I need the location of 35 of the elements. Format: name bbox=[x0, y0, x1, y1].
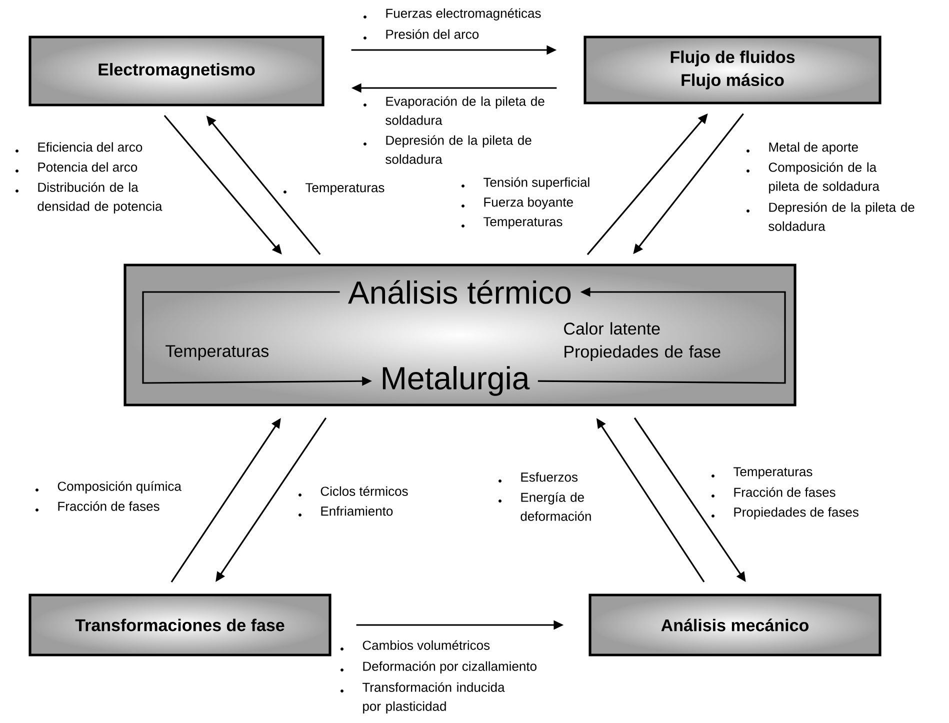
list-item: Temperaturas bbox=[284, 183, 384, 195]
process-box: Flujo de fluidos Flujo másico bbox=[584, 36, 882, 104]
list-item: Fuerzas electromagnéticas bbox=[364, 8, 541, 20]
list-item: Tensión superficial bbox=[462, 177, 590, 190]
list-item: Distribución de la densidad de potencia bbox=[16, 182, 162, 214]
list-item: Propiedades de fases bbox=[712, 507, 858, 520]
heading-text: Análisis térmico bbox=[348, 280, 571, 304]
list-item: Depresión de la pileta de soldadura bbox=[746, 202, 914, 231]
process-box: Análisis mecánico bbox=[588, 594, 882, 656]
list-item: Potencia del arco bbox=[16, 162, 138, 172]
list-item: Fracción de fases bbox=[36, 501, 160, 512]
list-item: Enfriamiento bbox=[298, 506, 393, 516]
process-box: Transformaciones de fase bbox=[28, 594, 332, 656]
list-item: Presión del arco bbox=[364, 29, 479, 40]
list-item: Deformación por cizallamiento bbox=[340, 661, 536, 674]
list-item: Transformación inducida por plasticidad bbox=[340, 682, 505, 714]
list-item: Depresión de la pileta de soldadura bbox=[364, 135, 532, 164]
process-box: Electromagnetismo bbox=[28, 36, 324, 106]
list-item: Composición química bbox=[36, 481, 182, 494]
edge-label: Temperaturas bbox=[166, 345, 269, 360]
list-item: Cambios volumétricos bbox=[340, 640, 490, 650]
list-item: Esfuerzos bbox=[498, 472, 578, 482]
list-item: Ciclos térmicos bbox=[298, 486, 408, 496]
list-item: Eficiencia del arco bbox=[16, 142, 142, 152]
list-item: Metal de aporte bbox=[746, 142, 858, 154]
list-item: Evaporación de la pileta de soldadura bbox=[364, 96, 544, 125]
list-item: Fuerza boyante bbox=[462, 197, 573, 210]
list-item: Composición de la pileta de soldadura bbox=[746, 162, 880, 194]
heading-text: Metalurgia bbox=[382, 366, 530, 396]
edge-label: Calor latente Propiedades de fase bbox=[564, 322, 720, 362]
list-item: Temperaturas bbox=[462, 217, 562, 229]
container-box bbox=[124, 264, 796, 406]
list-item: Temperaturas bbox=[712, 467, 812, 479]
list-item: Fracción de fases bbox=[712, 487, 836, 498]
list-item: Energía de deformación bbox=[498, 492, 591, 521]
